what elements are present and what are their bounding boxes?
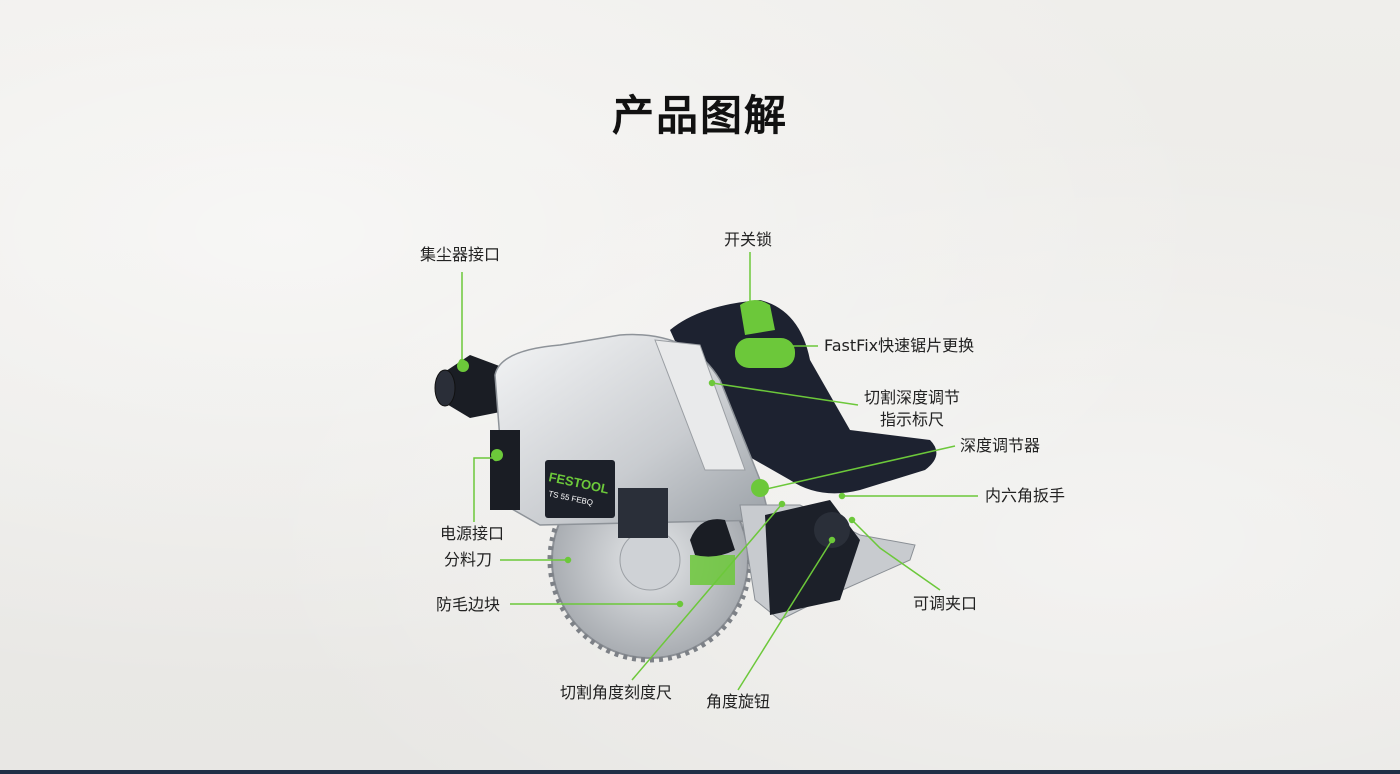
label-hex-wrench: 内六角扳手 bbox=[985, 486, 1066, 505]
label-dust-port: 集尘器接口 bbox=[420, 245, 501, 264]
label-bevel-knob: 角度旋钮 bbox=[706, 692, 771, 711]
fastfix-button bbox=[735, 338, 795, 368]
label-switch-lock: 开关锁 bbox=[724, 230, 773, 249]
page-title: 产品图解 bbox=[611, 91, 788, 140]
leader-bevel-scale bbox=[631, 503, 783, 681]
leader-depth-adjuster bbox=[761, 445, 956, 491]
splinter-guard-block bbox=[690, 555, 735, 585]
callout-lines bbox=[458, 252, 978, 691]
label-depth-adjuster: 深度调节器 bbox=[960, 436, 1041, 455]
label-splinter-guard: 防毛边块 bbox=[436, 595, 501, 614]
switch-lock-button bbox=[740, 300, 775, 335]
leader-depth-indicator bbox=[711, 382, 859, 406]
leader-power-port bbox=[473, 457, 496, 522]
footer-bar bbox=[0, 770, 1400, 774]
label-depth-indicator-line1: 切割深度调节 bbox=[864, 388, 961, 407]
leader-adjustable-clamp bbox=[851, 519, 941, 591]
label-riving-knife: 分料刀 bbox=[444, 550, 493, 569]
label-bevel-scale: 切割角度刻度尺 bbox=[560, 683, 673, 702]
label-depth-indicator: 切割深度调节 指示标尺 bbox=[864, 387, 960, 431]
saw-body bbox=[490, 333, 771, 585]
leader-bevel-knob bbox=[737, 539, 833, 691]
label-adjustable-clamp: 可调夹口 bbox=[913, 594, 978, 613]
base-plate bbox=[690, 500, 916, 621]
label-power-port: 电源接口 bbox=[440, 524, 505, 543]
label-depth-indicator-line2: 指示标尺 bbox=[880, 410, 945, 429]
label-fastfix: FastFix快速锯片更换 bbox=[824, 336, 975, 355]
